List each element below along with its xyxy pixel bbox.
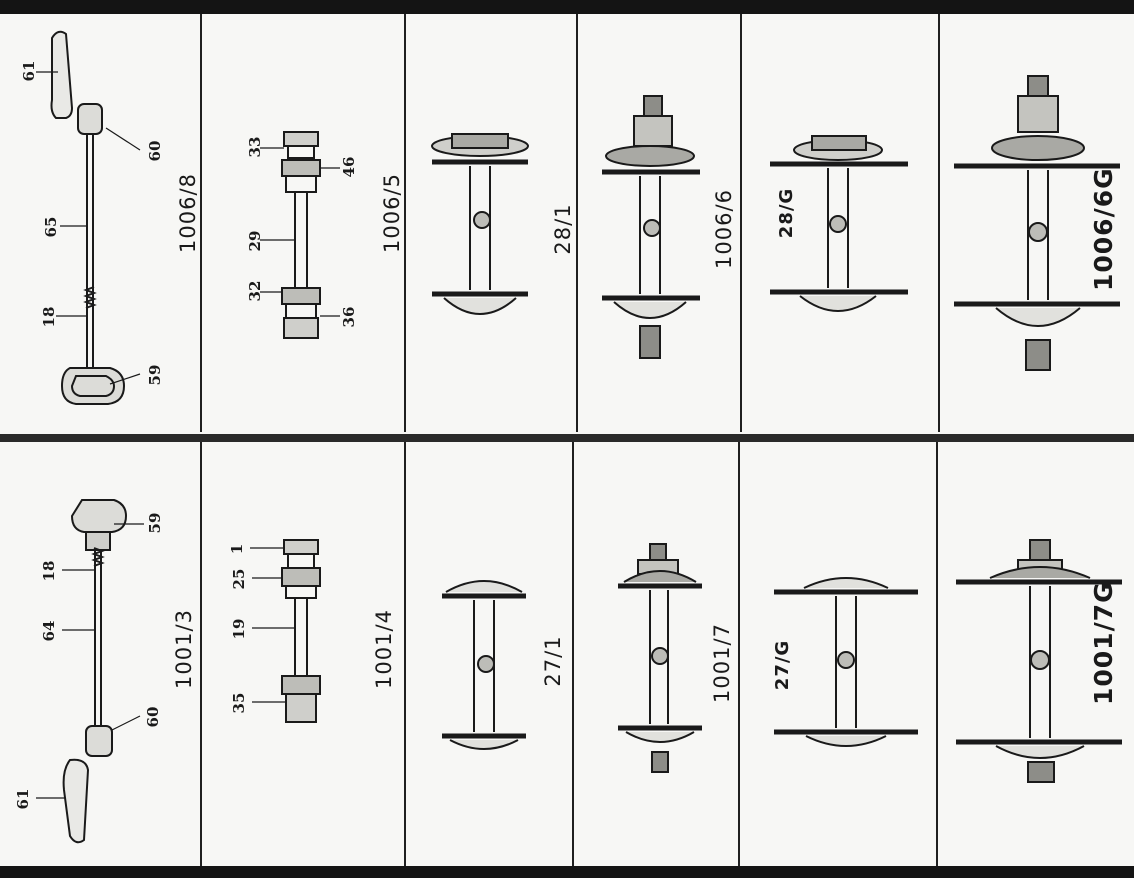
part-number-callout: 18 [40, 560, 58, 582]
part-number-callout: 60 [146, 140, 164, 162]
hub-illustration [956, 539, 1122, 783]
part-code-label: 27/G [772, 639, 793, 691]
part-code-label: 1001/3 [172, 609, 196, 689]
part-code-label: 28/1 [551, 203, 575, 255]
column-divider [740, 14, 742, 432]
part-number-callout: 25 [230, 568, 248, 590]
callout-leaders [36, 71, 340, 799]
part-number-callout: 35 [230, 692, 248, 714]
part-code-label: 28/G [776, 187, 797, 239]
part-code-label: 1001/4 [372, 609, 396, 689]
part-code-label: 1006/8 [176, 173, 200, 253]
column-divider [738, 442, 740, 866]
column-divider [404, 14, 406, 432]
part-code-label: 1001/7G [1089, 581, 1118, 705]
column-divider [572, 442, 574, 866]
part-number-callout: 59 [146, 364, 164, 386]
part-code-label: 1006/6G [1089, 167, 1118, 291]
axle-assembly-illustration [281, 131, 321, 339]
quick-release-skewer-illustration [62, 499, 128, 844]
part-number-callout: 61 [14, 788, 32, 810]
column-divider [404, 442, 406, 866]
part-number-callout: 32 [246, 280, 264, 302]
axle-assembly-illustration [281, 539, 321, 723]
column-divider [936, 442, 938, 866]
part-number-callout: 65 [42, 216, 60, 238]
part-number-callout: 19 [230, 618, 248, 640]
column-divider [938, 14, 940, 432]
quick-release-skewer-illustration [50, 30, 126, 405]
part-number-callout: 33 [246, 136, 264, 158]
hub-illustration [431, 133, 529, 315]
hub-illustration [442, 580, 526, 750]
row-divider [0, 432, 1134, 442]
hub-illustration [954, 75, 1120, 371]
part-code-label: 27/1 [541, 635, 565, 687]
part-number-callout: 18 [40, 306, 58, 328]
hub-illustration [602, 95, 700, 359]
part-code-label: 1006/5 [380, 173, 404, 253]
part-number-callout: 46 [340, 156, 358, 178]
bottom-border-band [0, 866, 1134, 878]
part-number-callout: 59 [146, 512, 164, 534]
part-number-callout: 64 [40, 620, 58, 642]
column-divider [200, 442, 202, 866]
top-border-band [0, 0, 1134, 14]
part-code-label: 1001/7 [710, 623, 734, 703]
part-number-callout: 29 [246, 230, 264, 252]
column-divider [200, 14, 202, 432]
column-divider [576, 14, 578, 432]
part-number-callout: 1 [228, 543, 246, 555]
hub-illustration [770, 135, 908, 312]
part-number-callout: 60 [144, 706, 162, 728]
part-code-label: 1006/6 [712, 189, 736, 269]
hub-illustration [774, 577, 918, 747]
part-number-callout: 61 [20, 60, 38, 82]
part-number-callout: 36 [340, 306, 358, 328]
hub-illustration [618, 543, 702, 773]
